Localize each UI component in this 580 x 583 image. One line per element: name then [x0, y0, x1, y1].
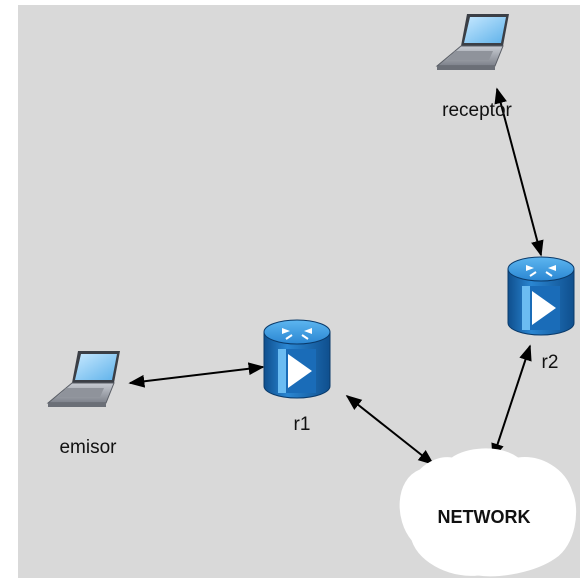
links: [128, 87, 544, 465]
router-icon: [263, 319, 331, 399]
link-receptor-r2: [494, 87, 544, 257]
router-icon: [507, 256, 575, 336]
node-label-emisor: emisor: [59, 437, 117, 458]
cloud-icon: [399, 448, 577, 577]
node-label-network: NETWORK: [438, 507, 531, 527]
node-r1[interactable]: r1: [263, 319, 331, 435]
node-emisor[interactable]: emisor: [47, 350, 121, 458]
node-label-receptor: receptor: [442, 100, 512, 121]
node-r2[interactable]: r2: [507, 256, 575, 373]
node-network[interactable]: NETWORK: [399, 448, 577, 577]
link-r1-network: [345, 395, 435, 465]
node-label-r2: r2: [542, 352, 559, 373]
link-r2-network: [491, 344, 532, 460]
node-label-r1: r1: [294, 414, 311, 435]
link-emisor-r1: [128, 362, 265, 388]
node-receptor[interactable]: receptor: [436, 13, 513, 121]
